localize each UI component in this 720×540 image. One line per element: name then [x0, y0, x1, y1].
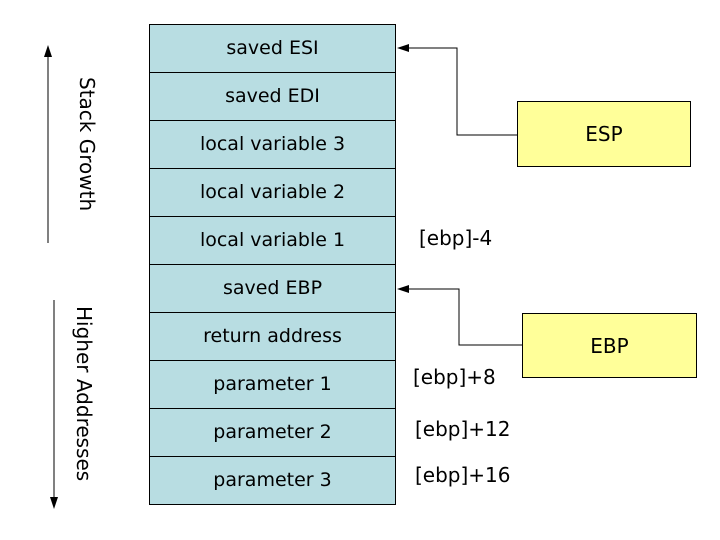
stack-cell-local-var-2: local variable 2	[150, 169, 395, 217]
esp-register-box: ESP	[517, 101, 691, 167]
higher-addresses-arrow	[50, 300, 58, 509]
esp-register-label: ESP	[585, 122, 623, 146]
stack-growth-arrow	[44, 45, 52, 243]
stack-cell-saved-esi: saved ESI	[150, 25, 395, 73]
stack-growth-label: Stack Growth	[75, 77, 99, 212]
ebp-register-box: EBP	[522, 313, 697, 378]
stack-column: saved ESI saved EDI local variable 3 loc…	[149, 24, 396, 505]
stack-cell-parameter-3: parameter 3	[150, 457, 395, 504]
offset-label-ebp-plus-8: [ebp]+8	[413, 365, 496, 389]
stack-cell-local-var-3: local variable 3	[150, 121, 395, 169]
stack-cell-saved-edi: saved EDI	[150, 73, 395, 121]
offset-label-ebp-plus-16: [ebp]+16	[415, 463, 511, 487]
stack-cell-parameter-1: parameter 1	[150, 361, 395, 409]
higher-addresses-label: Higher Addresses	[72, 306, 96, 482]
ebp-connector-arrow	[397, 285, 522, 346]
stack-cell-local-var-1: local variable 1	[150, 217, 395, 265]
stack-cell-parameter-2: parameter 2	[150, 409, 395, 457]
offset-label-ebp-plus-12: [ebp]+12	[415, 417, 511, 441]
ebp-register-label: EBP	[590, 333, 629, 358]
offset-label-ebp-minus-4: [ebp]-4	[419, 226, 493, 250]
stack-cell-return-address: return address	[150, 313, 395, 361]
stack-cell-saved-ebp: saved EBP	[150, 265, 395, 313]
esp-connector-arrow	[397, 44, 517, 136]
